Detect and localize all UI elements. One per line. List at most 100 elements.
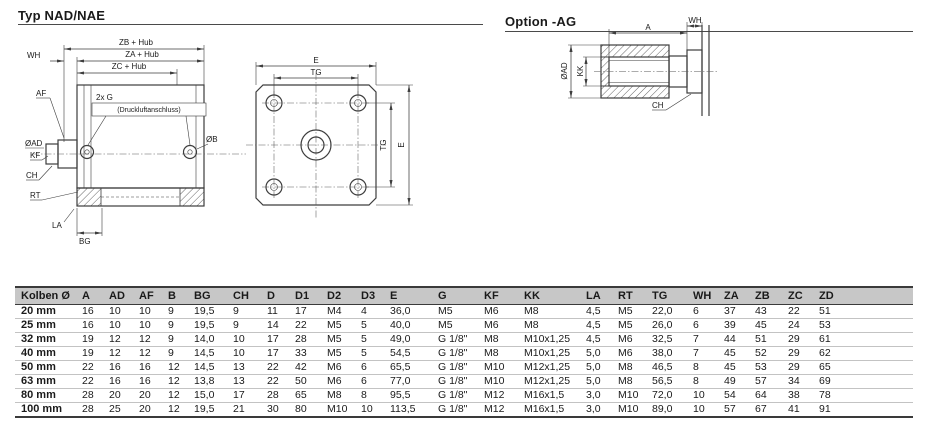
dimension-cell: 62 [816, 346, 913, 361]
dimension-cell: M10 [618, 403, 639, 415]
column-header: AF [136, 288, 165, 305]
dim-label-ad: ØAD [25, 139, 43, 148]
column-header: G [435, 288, 481, 305]
column-header: A [79, 288, 106, 305]
dimension-cell: M6 [615, 346, 649, 361]
dimension-cell: G 1/8" [435, 346, 481, 361]
dimension-cell: 54,5 [387, 346, 435, 361]
dimension-cell: 10 [230, 332, 264, 347]
dimension-cell: G 1/8" [435, 332, 481, 347]
dimension-cell: 49,0 [387, 332, 435, 347]
dimension-cell: 9 [230, 318, 264, 333]
dimension-cell: 17 [264, 346, 292, 361]
dim-label-a: A [645, 23, 651, 32]
column-header: RT [615, 288, 649, 305]
dimension-cell: 10 [693, 403, 705, 415]
dimension-cell: M10x1,25 [521, 332, 583, 347]
dimension-cell: 7 [690, 346, 721, 361]
dimension-cell: 12 [165, 374, 191, 389]
dimension-cell: 61 [816, 332, 913, 347]
dimension-cell: 7 [690, 332, 721, 347]
dimension-cell: G 1/8" [435, 360, 481, 375]
dimension-cell: 5 [358, 318, 387, 333]
dim-label-wh: WH [27, 51, 41, 60]
dimension-cell: 19 [79, 346, 106, 361]
port-note-label: (Druckluftanschluss) [117, 107, 180, 114]
dimension-cell: 22 [292, 318, 324, 333]
dimension-cell: 9 [165, 318, 191, 333]
dimension-cell: 14,5 [191, 360, 230, 375]
dimension-cell: 4,5 [583, 304, 615, 319]
dimension-cell: 28 [82, 403, 94, 415]
dimension-cell: M6 [324, 374, 358, 389]
dimension-cell: M5 [324, 318, 358, 333]
dimension-cell: 50 [292, 374, 324, 389]
dimension-cell: 91 [819, 403, 831, 415]
column-header: LA [583, 288, 615, 305]
dimension-cell: 9 [165, 304, 191, 319]
dimension-cell: M16x1,5 [521, 388, 583, 403]
dimension-cell: 12 [106, 346, 136, 361]
dimension-cell: 12 [136, 346, 165, 361]
dimension-cell: 10 [106, 318, 136, 333]
column-header: KK [521, 288, 583, 305]
dimension-cell: 29 [785, 332, 816, 347]
dim-label-bg: BG [79, 237, 91, 246]
dimension-cell: 67 [755, 403, 767, 415]
dimension-cell: G 1/8" [435, 374, 481, 389]
dimension-cell: 13 [230, 374, 264, 389]
column-header: ZB [752, 288, 785, 305]
row-label: 100 mm [21, 403, 62, 415]
option-title: Option -AG [505, 14, 577, 29]
dimension-cell: 38,0 [649, 346, 690, 361]
column-header: ZA [721, 288, 752, 305]
dimension-cell: 78 [816, 388, 913, 403]
dimension-cell: 14,5 [191, 346, 230, 361]
dimension-cell: G 1/8" [438, 403, 468, 415]
dimension-cell: 45 [752, 318, 785, 333]
dimension-cell: 16 [79, 318, 106, 333]
dimension-cell: 19,5 [191, 304, 230, 319]
dimension-cell: 20 [139, 403, 151, 415]
dimension-cell: 52 [752, 346, 785, 361]
dim-label-e-right: E [397, 142, 406, 147]
dimension-cell: 22 [79, 360, 106, 375]
dimension-cell: 9 [165, 332, 191, 347]
dimension-cell: 46,5 [649, 360, 690, 375]
dimension-cell: M4 [324, 304, 358, 319]
column-header: CH [230, 288, 264, 305]
column-header: B [165, 288, 191, 305]
column-header: D2 [324, 288, 358, 305]
column-header: KF [481, 288, 521, 305]
dimension-cell: 29 [785, 360, 816, 375]
dim-label-tg-right: TG [379, 139, 388, 150]
dimension-cell: 89,0 [652, 403, 673, 415]
column-header: E [387, 288, 435, 305]
column-header: TG [649, 288, 690, 305]
dimension-cell: 4 [358, 304, 387, 319]
column-header: WH [690, 288, 721, 305]
dimension-cell: 40,0 [387, 318, 435, 333]
dimension-cell: 54 [721, 388, 752, 403]
dimension-cell: 33 [292, 346, 324, 361]
dimension-cell: 5 [358, 332, 387, 347]
dimension-cell: 36,0 [387, 304, 435, 319]
dimension-cell: 42 [292, 360, 324, 375]
dimension-cell: M10x1,25 [521, 346, 583, 361]
dimension-cell: 57 [724, 403, 736, 415]
dimension-cell: 28 [292, 332, 324, 347]
dimension-cell: M5 [324, 346, 358, 361]
dimension-cell: 37 [721, 304, 752, 319]
row-label: 32 mm [15, 332, 79, 347]
dimension-cell: 10 [106, 304, 136, 319]
column-header: D1 [292, 288, 324, 305]
row-label: 25 mm [15, 318, 79, 333]
